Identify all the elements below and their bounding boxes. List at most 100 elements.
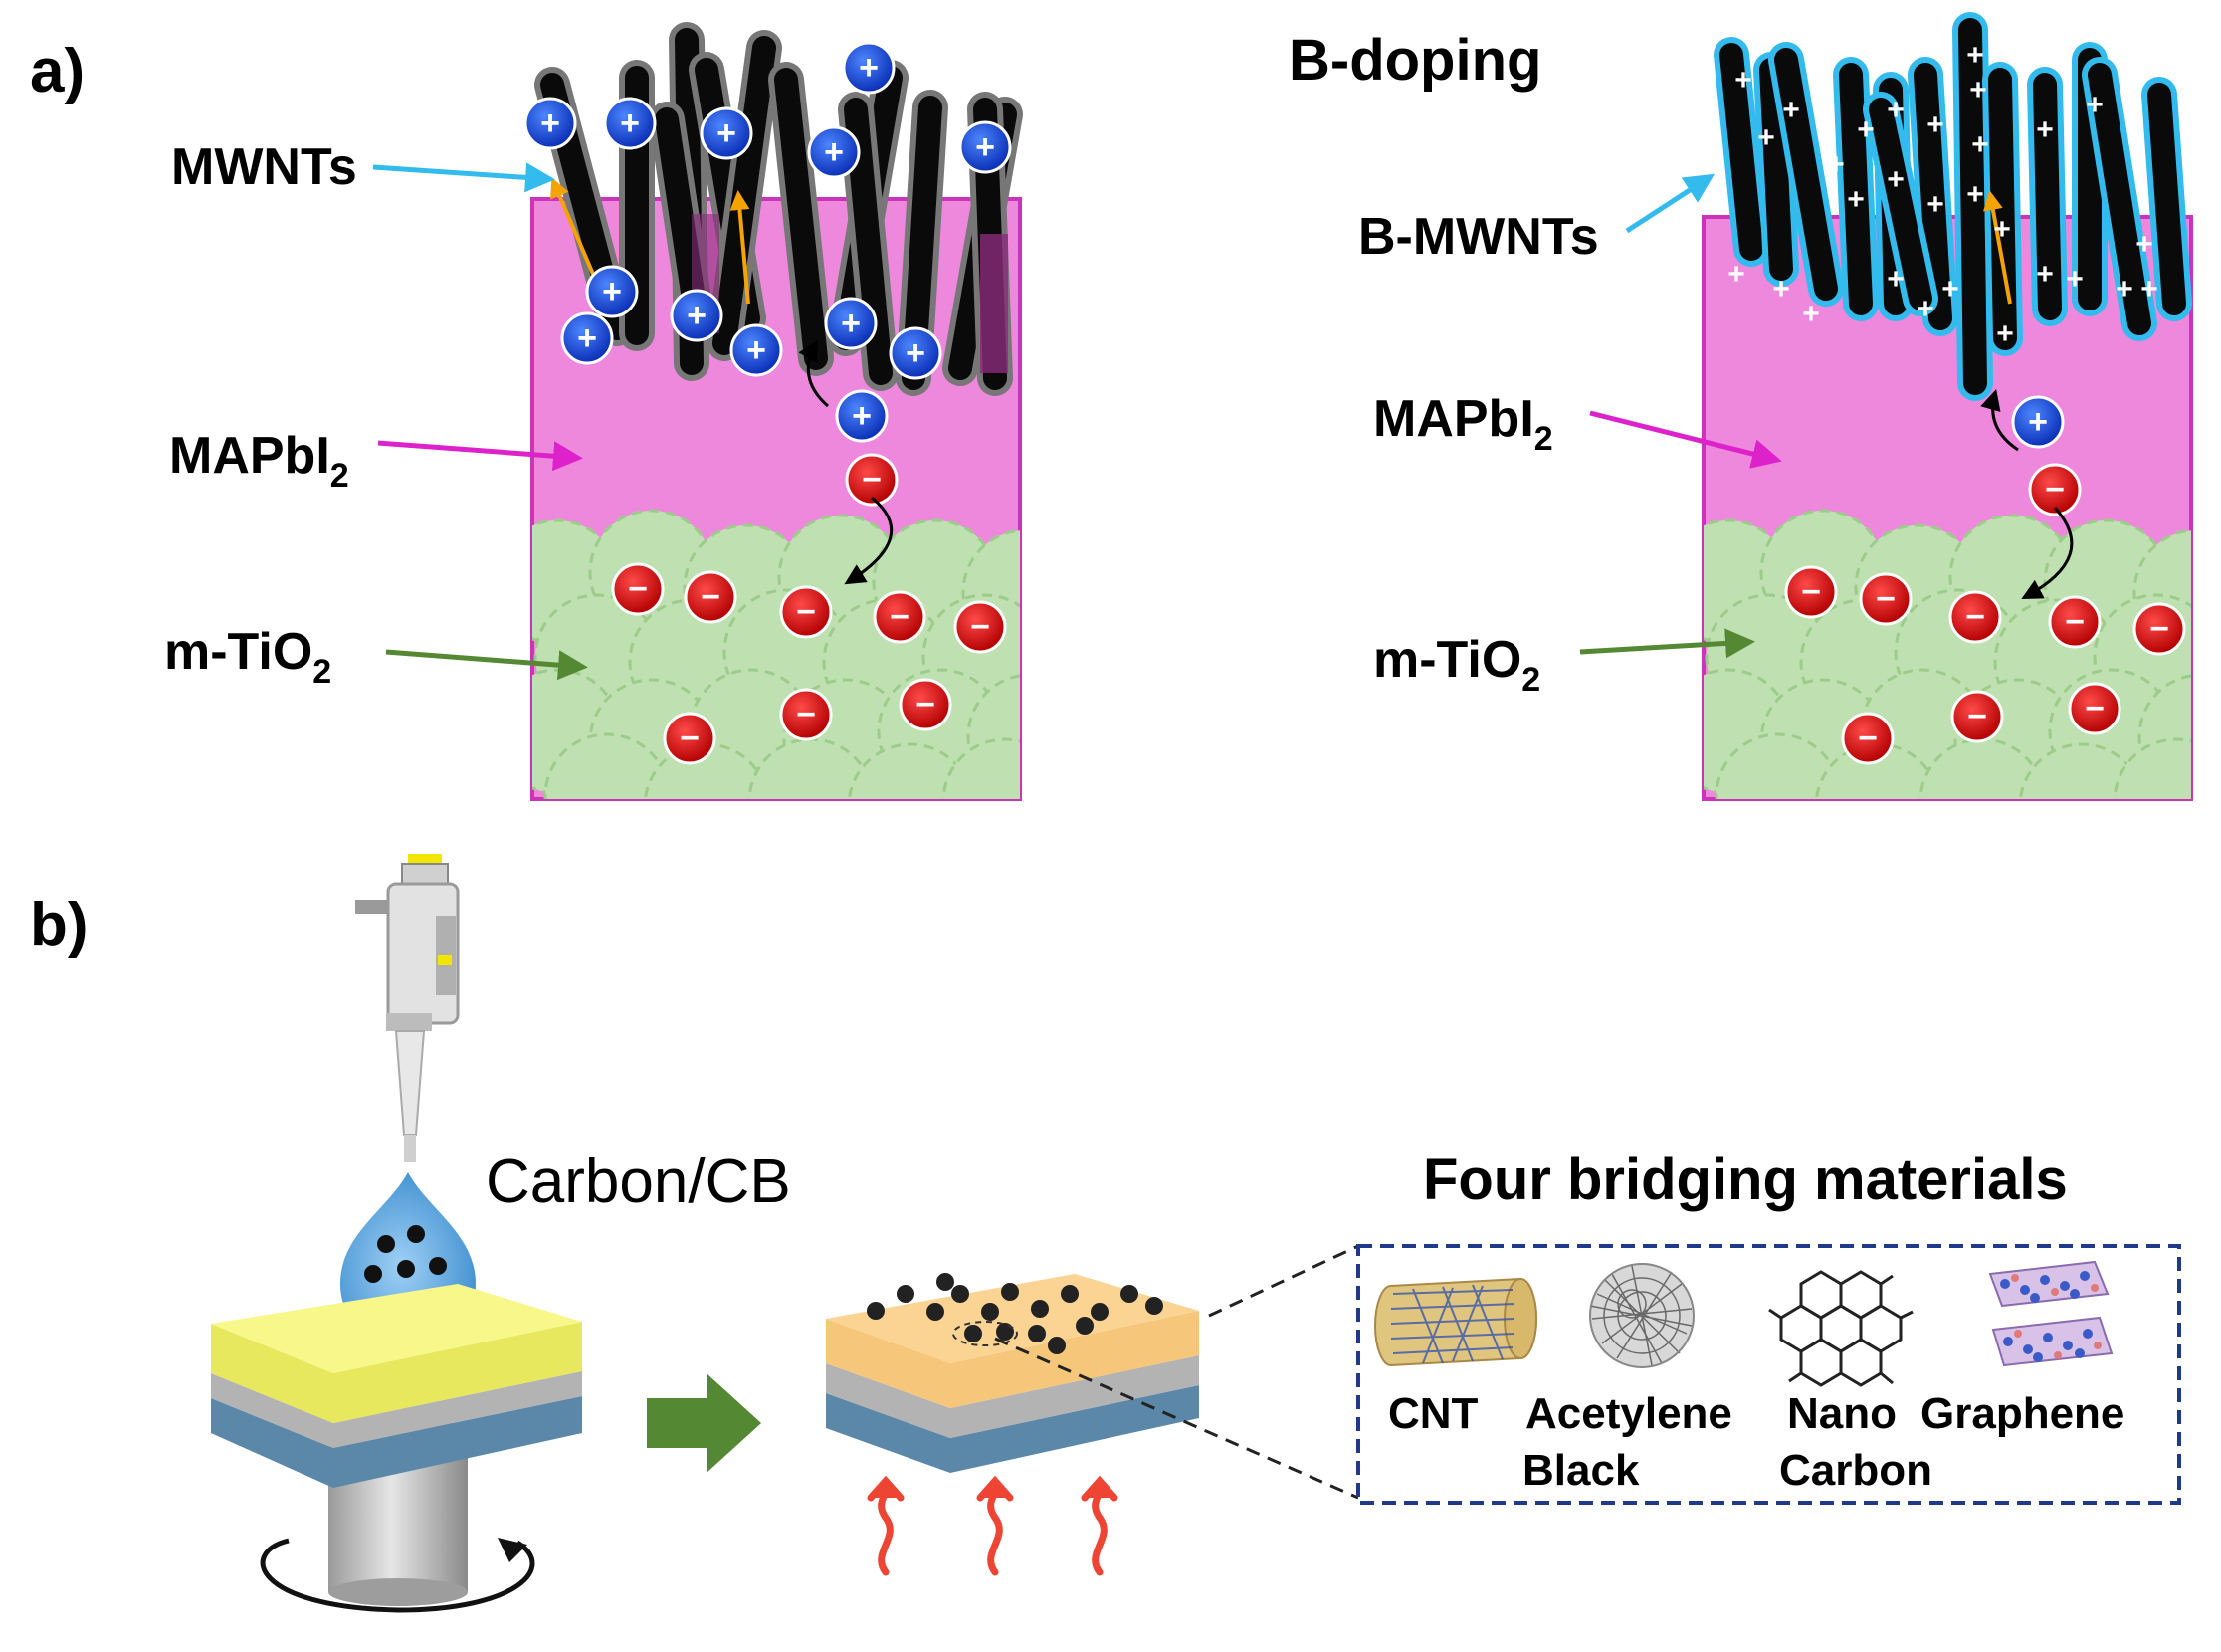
materials-title: Four bridging materials: [1423, 1147, 2068, 1212]
material-label-acetylene: Acetylene: [1525, 1389, 1732, 1438]
hole-carrier: +: [523, 97, 577, 150]
carrier-body: [585, 265, 639, 318]
b-mwnts-pointer-arrow: [1625, 173, 1716, 234]
carrier-sign: +: [687, 297, 707, 334]
plus-mark: +: [1926, 108, 1944, 141]
hole-carrier: +: [835, 389, 889, 443]
carrier-sign: +: [859, 49, 879, 87]
carrier-body: [2028, 463, 2082, 516]
spin-coater: [211, 1284, 582, 1606]
electron-carrier: −: [953, 600, 1007, 654]
carrier-sign: −: [890, 598, 909, 636]
carrier-body: [611, 562, 665, 616]
zoom-line-top: [1208, 1244, 1359, 1318]
electron-carrier: −: [1948, 590, 2002, 644]
carrier-sign: +: [2028, 403, 2048, 441]
electron-carrier: −: [779, 585, 833, 639]
b-mwnts-label: B-MWNTs: [1358, 208, 1599, 266]
carrier-body: [603, 97, 657, 150]
b-mwnt-bundle: ++++++++++++++++++++++++++++++: [1714, 12, 2192, 401]
material-label-graphene: Graphene: [1920, 1389, 2124, 1438]
plus-mark: +: [1993, 213, 2011, 246]
carrier-sign: −: [970, 608, 990, 646]
carrier-body: [663, 712, 716, 765]
electron-transfer-path-left: [844, 496, 894, 585]
plus-mark: +: [1772, 273, 1790, 306]
carrier-body: [670, 289, 723, 342]
plus-mark: +: [1926, 188, 1944, 221]
tio2-particles-right: [1704, 509, 2191, 799]
hole-transport-arrow: [729, 190, 750, 305]
carrier-body: [824, 297, 878, 350]
plus-mark: +: [1971, 128, 1989, 161]
carrier-sign: −: [796, 593, 816, 631]
plus-mark: +: [2066, 263, 2084, 296]
electron-carrier: −: [2132, 602, 2186, 656]
hole-carrier: +: [958, 120, 1012, 174]
carrier-body: [1950, 690, 2004, 743]
tio2-particle: [941, 737, 1020, 799]
b-mwnt-tube: [1839, 63, 1873, 315]
carrier-sign: +: [841, 305, 861, 342]
carrier-body: [2011, 395, 2065, 449]
material-label-carbon: Carbon: [1779, 1446, 1932, 1495]
graphene-icon: [1988, 1260, 2114, 1367]
carbon-cb-label: Carbon/CB: [486, 1147, 791, 1216]
hole-carrier: +: [2011, 395, 2065, 449]
carrier-sign: −: [1876, 580, 1896, 618]
carrier-body: [729, 323, 783, 377]
carrier-sign: +: [906, 334, 925, 372]
carrier-body: [560, 311, 614, 365]
carrier-sign: −: [2085, 690, 2105, 727]
mapbi-pointer-arrow-right: [1589, 410, 1782, 469]
electron-carrier: −: [1859, 572, 1913, 626]
plus-mark: +: [1969, 74, 1987, 106]
carrier-body: [835, 389, 889, 443]
electron-carrier: −: [684, 570, 737, 624]
tio2-particle: [847, 742, 974, 799]
zoom-line-bottom: [994, 1337, 1359, 1500]
plus-mark: +: [1857, 113, 1875, 146]
hole-transfer-path-right: [1980, 388, 2019, 452]
carrier-sign: +: [746, 331, 766, 369]
electron-carrier: −: [899, 678, 952, 731]
plus-mark: +: [1727, 258, 1745, 291]
b-mwnt-tube: [2147, 83, 2186, 315]
rotation-arrow-icon: [260, 1538, 535, 1613]
tio2-particle: [1814, 742, 1941, 799]
carrier-body: [684, 570, 737, 624]
panel-a-right: B-doping ++++++++++++++++++++++++++++++ …: [1289, 12, 2193, 801]
material-label-nano: Nano: [1787, 1389, 1897, 1438]
carrier-body: [2132, 602, 2186, 656]
b-mwnt-tube: [1869, 98, 1932, 310]
hole-carrier: +: [807, 125, 861, 179]
tio2-label-left: m-TiO2: [164, 623, 331, 691]
carrier-sign: −: [862, 461, 882, 499]
material-label-black: Black: [1522, 1446, 1640, 1495]
hole-transport-arrow: [550, 177, 597, 280]
carrier-sign: −: [1967, 698, 1987, 735]
b-mwnt-tube: [1759, 58, 1793, 281]
tio2-pointer-arrow-right: [1579, 628, 1755, 659]
electron-carrier: −: [2048, 595, 2102, 649]
carrier-sign: +: [602, 273, 622, 310]
tio2-label-right: m-TiO2: [1373, 631, 1540, 699]
carrier-sign: −: [915, 686, 935, 723]
carrier-body: [2048, 595, 2102, 649]
plus-mark: +: [1757, 121, 1775, 154]
annealed-substrate: [826, 1273, 1199, 1473]
carrier-sign: −: [2065, 603, 2085, 641]
plus-mark: +: [1782, 94, 1800, 126]
carrier-sign: +: [620, 104, 640, 142]
plus-mark: +: [1917, 293, 1934, 325]
hole-carrier: +: [824, 297, 878, 350]
carrier-sign: −: [1801, 573, 1821, 611]
hole-carrier: +: [889, 326, 942, 380]
carrier-body: [842, 41, 896, 95]
electron-carrier: −: [663, 712, 716, 765]
plus-mark: +: [2086, 89, 2104, 121]
carrier-sign: +: [540, 104, 560, 142]
electron-carrier: −: [2028, 463, 2082, 516]
carrier-body: [899, 678, 952, 731]
carrier-body: [889, 326, 942, 380]
